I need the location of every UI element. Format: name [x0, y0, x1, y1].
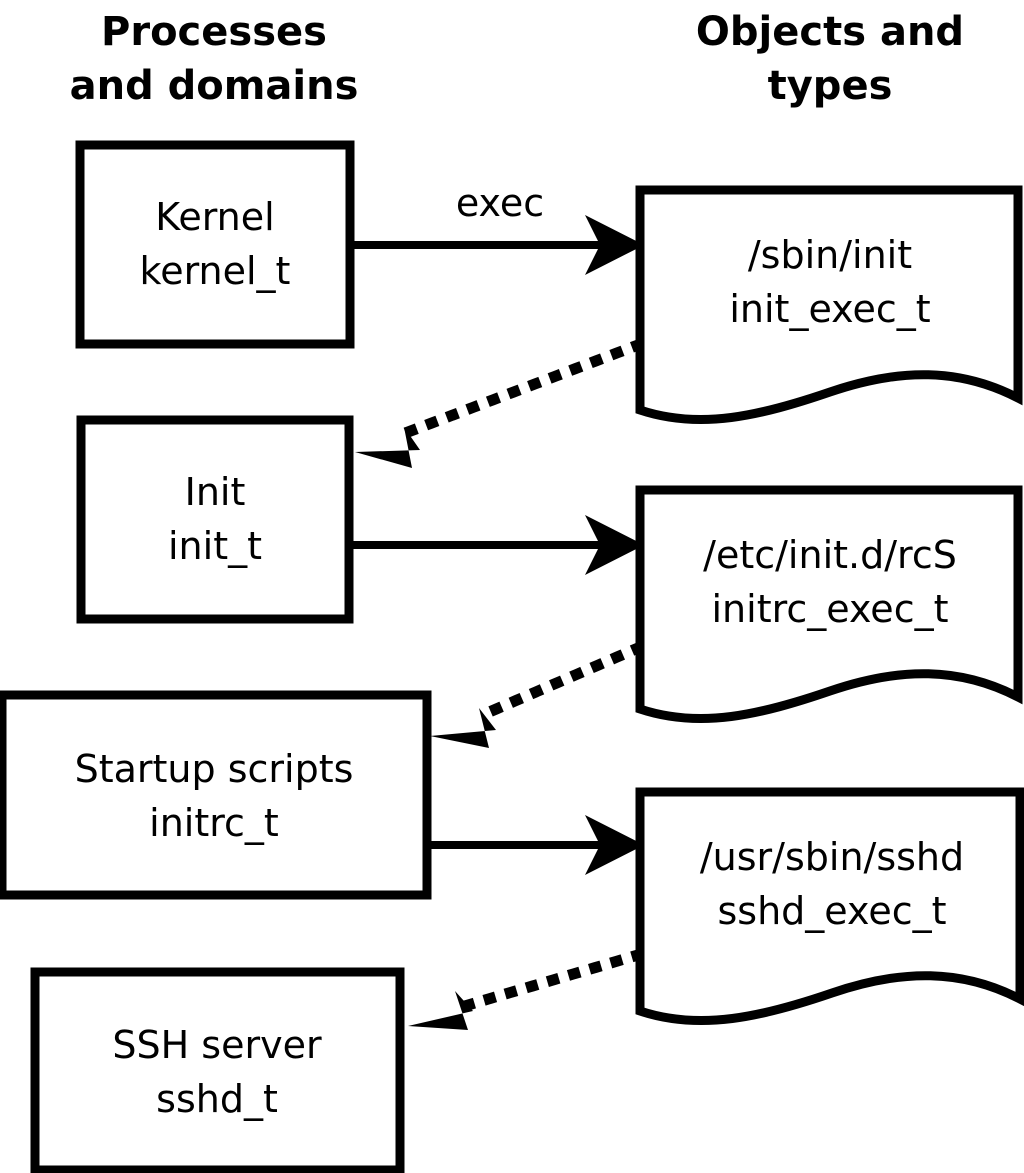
edge-initrc-exec-transition-initrc — [430, 640, 646, 748]
process-node-kernel-type: kernel_t — [140, 249, 291, 293]
arrowhead-initrc-exec-initrc — [430, 708, 496, 748]
object-node-sshd-exec-doc[interactable] — [635, 787, 1024, 1026]
process-node-init-box[interactable] — [76, 415, 354, 624]
process-node-ssh-server-box[interactable] — [30, 967, 405, 1173]
object-node-sshd-exec-path: /usr/sbin/sshd — [700, 835, 964, 879]
arrowhead-init-initrc-exec — [585, 515, 644, 575]
process-node-kernel[interactable]: Kernel kernel_t — [75, 140, 355, 349]
object-node-sshd-exec[interactable]: /usr/sbin/sshd sshd_exec_t — [635, 787, 1024, 1026]
process-node-init[interactable]: Init init_t — [76, 415, 354, 624]
object-node-init-exec[interactable]: /sbin/init init_exec_t — [635, 185, 1023, 425]
process-node-init-name: Init — [185, 470, 246, 514]
edge-label-exec: exec — [456, 181, 544, 225]
edge-init-exec-transition-init — [355, 337, 646, 468]
process-node-startup-scripts-name: Startup scripts — [75, 747, 354, 791]
edge-initrc-exec-sshd-exec — [427, 815, 644, 875]
process-node-init-type: init_t — [168, 524, 262, 568]
process-node-kernel-name: Kernel — [155, 195, 274, 239]
arrowhead-initrc-sshd-exec — [585, 815, 644, 875]
edge-init-exec-initrc-exec — [350, 515, 644, 575]
object-node-sshd-exec-type: sshd_exec_t — [717, 889, 946, 933]
column-header-objects-line1: Objects and — [696, 9, 964, 55]
arrowhead-sshd-exec-sshd — [408, 991, 473, 1030]
object-node-initrc-exec-doc[interactable] — [635, 485, 1023, 724]
edge-sshd-exec-transition-sshd — [408, 948, 645, 1030]
object-node-initrc-exec-path: /etc/init.d/rcS — [703, 533, 957, 577]
process-node-startup-scripts-type: initrc_t — [149, 801, 279, 845]
edge-line-initrc-exec-initrc — [479, 640, 646, 721]
object-node-initrc-exec[interactable]: /etc/init.d/rcS initrc_exec_t — [635, 485, 1023, 724]
column-header-objects: Objects and types — [696, 9, 964, 109]
column-header-processes-line1: Processes — [101, 9, 327, 55]
object-node-init-exec-doc[interactable] — [635, 185, 1023, 425]
edge-line-sshd-exec-sshd — [461, 948, 645, 1012]
column-header-processes-line2: and domains — [70, 63, 359, 109]
process-node-ssh-server[interactable]: SSH server sshd_t — [30, 967, 405, 1173]
column-header-objects-line2: types — [768, 63, 893, 109]
process-node-startup-scripts-box[interactable] — [0, 690, 432, 900]
process-node-ssh-server-name: SSH server — [112, 1023, 322, 1067]
object-node-init-exec-type: init_exec_t — [729, 287, 930, 331]
edge-line-init-exec-init — [400, 337, 646, 440]
object-node-init-exec-path: /sbin/init — [748, 233, 912, 277]
process-node-kernel-box[interactable] — [75, 140, 355, 349]
edge-kernel-exec-init-exec: exec — [350, 181, 644, 275]
process-node-ssh-server-type: sshd_t — [156, 1077, 278, 1121]
object-node-initrc-exec-type: initrc_exec_t — [712, 587, 949, 631]
column-header-processes: Processes and domains — [70, 9, 359, 109]
arrowhead-init-exec-init — [355, 427, 420, 468]
process-node-startup-scripts[interactable]: Startup scripts initrc_t — [0, 690, 432, 900]
arrowhead-kernel-init-exec — [585, 215, 644, 275]
